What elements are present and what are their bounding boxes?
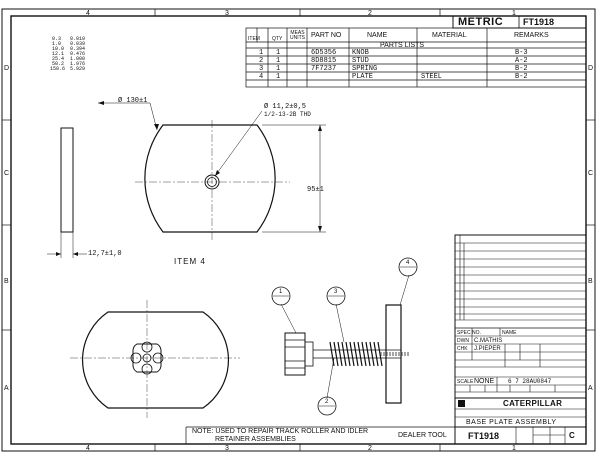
conv-inch: 0.394 [70,46,86,52]
chk-label: CHK [457,346,468,352]
drawn-by: C.MATHIS [474,338,503,344]
table-row: STEEL [421,73,443,81]
zone-right-c: C [588,170,594,177]
parts-table-grid [245,27,587,88]
zone-right-d: D [588,65,594,72]
note-line-2: RETAINER ASSEMBLIES [215,436,296,443]
plate-edge-view [47,127,87,258]
balloon-2: 2 [325,399,329,405]
caterpillar-brand: CATERPILLAR [503,399,563,408]
col-header-name: NAME [367,32,388,39]
conv-inch: 1.976 [70,61,86,67]
conv-inch: 0.039 [70,41,86,47]
table-row: A-2 [515,57,528,65]
zone-bottom-3: 3 [225,445,229,452]
table-row: KNOB [352,49,369,57]
table-row: 1 [276,65,281,73]
checked-by: J.PIEPER [474,346,501,352]
dwn-label: DWN [457,338,469,344]
dealer-tool-label: DEALER TOOL [398,432,447,439]
drawing-frame [10,15,587,445]
table-row: SPRING [352,65,378,73]
conv-mm: 150.6 [50,66,66,72]
dim-thickness: 12,7±1,0 [88,250,122,258]
conv-inch: 5.929 [70,66,86,72]
table-row: 4 [259,73,264,81]
assembly-side-view [271,257,418,416]
sheet-border [1,8,596,452]
table-row: 1 [276,73,281,81]
drawing-number-header: FT1918 [523,17,555,27]
table-row: B-2 [515,65,528,73]
parts-list-title: PARTS LISTS [380,42,425,49]
caterpillar-logo-mark [458,400,465,407]
table-row: B-2 [515,73,528,81]
zone-top-2: 2 [368,10,372,17]
plate-bottom-view [70,300,240,418]
plate-front-view [98,101,326,240]
title-block-grid [454,234,587,445]
dim-height: 95±1 [307,186,324,194]
zone-left-b: B [4,278,9,285]
dim-outer-diameter: Ø 130±1 [118,97,148,105]
dim-hole-diameter: Ø 11,2±0,5 [264,103,307,111]
drawing-number: FT1918 [468,431,500,441]
zone-left-a: A [4,385,9,392]
conv-inch: 0.010 [70,36,86,42]
zone-ticks [2,9,595,451]
table-row: 1 [259,49,264,57]
note-line-1: NOTE: USED TO REPAIR TRACK ROLLER AND ID… [192,428,369,435]
col-header-item: ITEM [248,36,260,42]
balloon-3: 3 [334,289,338,295]
table-row: STUD [352,57,369,65]
zone-bottom-1: 1 [512,445,516,452]
table-row: 6D5356 [311,49,337,57]
zone-top-3: 3 [225,10,229,17]
zone-right-b: B [588,278,593,285]
table-row: 1 [276,49,281,57]
balloon-1: 1 [279,289,283,295]
zone-top-1: 1 [512,10,516,17]
conv-mm: 25.4 [52,56,65,62]
spec-no-label: SPEC NO. [457,330,481,336]
zone-bottom-4: 4 [86,445,90,452]
table-row: 8D8815 [311,57,337,65]
item-4-label: ITEM 4 [174,257,206,266]
part-reference: 6 7 28AU0847 [508,378,552,385]
zone-left-d: D [4,65,10,72]
table-row: PLATE [352,73,374,81]
conv-inch: 1.000 [70,56,86,62]
drawing-title: BASE PLATE ASSEMBLY [466,419,557,426]
table-row: 2 [259,57,264,65]
col-header-remarks: REMARKS [514,32,549,39]
conv-mm: 10.0 [52,46,65,52]
zone-left-c: C [4,170,10,177]
col-header-qty: QTY [272,36,283,42]
conv-mm: 12.1 [52,51,65,57]
table-row: B-3 [515,49,528,57]
conv-mm: 0.3 [52,36,62,42]
balloon-4: 4 [406,260,410,266]
col-header-part-no: PART NO [311,32,342,39]
name-label: NAME [502,330,517,336]
conv-mm: 1.0 [52,41,62,47]
scale-label: SCALE [457,379,474,385]
table-row: 1 [276,57,281,65]
zone-top-4: 4 [86,10,90,17]
table-row: 3 [259,65,264,73]
sheet-size: C [569,431,575,440]
scale-value: NONE [474,378,495,385]
zone-right-a: A [588,385,593,392]
col-header-material: MATERIAL [432,32,467,39]
metric-label: METRIC [458,16,504,28]
conv-inch: 0.476 [70,51,86,57]
conv-mm: 50.2 [52,61,65,67]
dim-thread: 1/2-13-2B THD [264,111,311,118]
col-header-meas-units: MEAS UNITS [290,30,305,41]
zone-bottom-2: 2 [368,445,372,452]
table-row: 7F7237 [311,65,337,73]
